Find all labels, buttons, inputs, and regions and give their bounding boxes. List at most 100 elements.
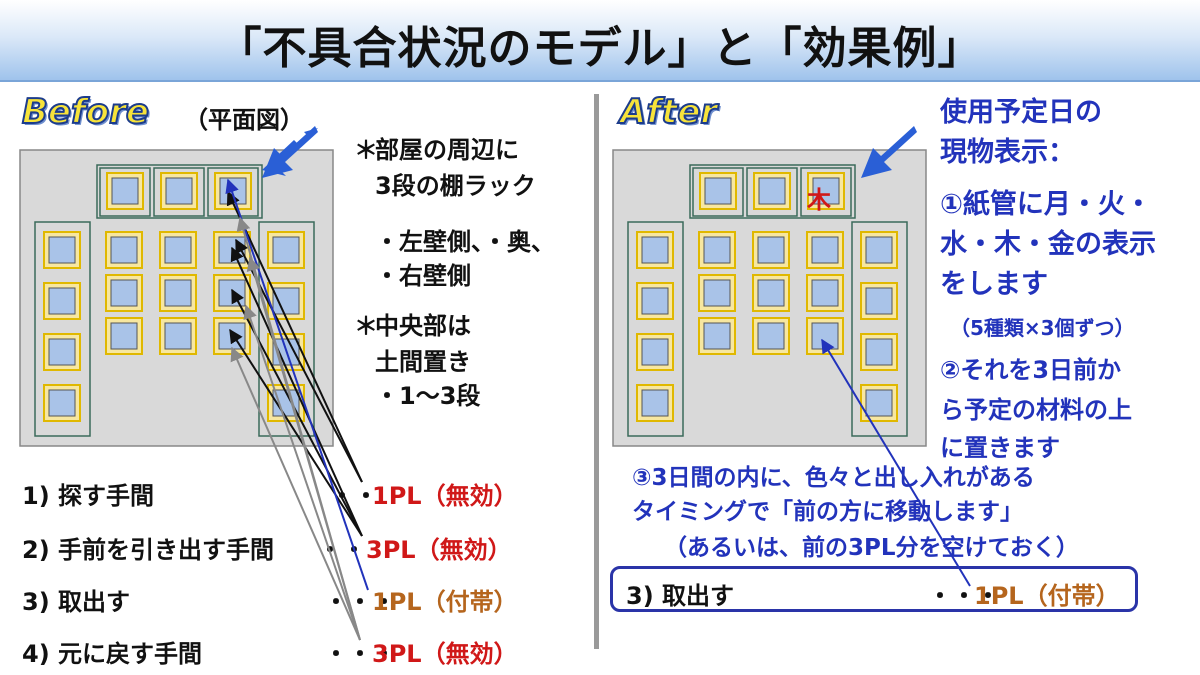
back-rack-pallet <box>160 172 198 210</box>
day-marker-mokuyo: 木 <box>807 186 831 214</box>
center-pallet <box>806 317 844 355</box>
after-note3-1: ③3日間の内に、色々と出し入れがある <box>632 465 1035 491</box>
after-step-box <box>610 566 1138 612</box>
before-step-2-value: 3PL（無効） <box>366 536 512 564</box>
before-pointer-arrow <box>262 126 318 178</box>
before-step-3-label: 3) 取出す <box>22 588 131 616</box>
back-rack-pallet <box>106 172 144 210</box>
center-pallet <box>159 317 197 355</box>
after-note2-3: に置きます <box>940 434 1060 462</box>
right-rack-pallet <box>860 231 898 269</box>
note-2-line-1: ・左壁側、・奥、 <box>375 228 555 256</box>
before-step-3-dots: ・・・ <box>324 588 396 616</box>
note-mark-1: ＊ <box>354 136 378 164</box>
after-floor-plan <box>612 149 927 447</box>
center-pallet <box>752 231 790 269</box>
right-rack-pallet <box>860 333 898 371</box>
note-2-line-2: ・右壁側 <box>375 262 471 290</box>
note-mark-2: ＊ <box>354 312 378 340</box>
note-1-line-1: 部屋の周辺に <box>375 136 519 164</box>
rack-frame <box>627 221 684 437</box>
connector-line <box>243 304 361 641</box>
connector-line <box>236 216 361 641</box>
center-pallet <box>806 274 844 312</box>
page-title: 「不具合状況のモデル」と「効果例」 <box>217 23 983 74</box>
before-step-1-dots: ・・ <box>330 482 378 510</box>
before-step-1-label: 1) 探す手間 <box>22 482 155 510</box>
back-rack-pallet <box>807 172 845 210</box>
left-rack-pallet <box>43 231 81 269</box>
rack-frame <box>34 221 91 437</box>
center-pallet <box>105 231 143 269</box>
after-note2-2: ら予定の材料の上 <box>940 396 1132 424</box>
after-badge: After <box>619 91 718 133</box>
connector-line <box>225 178 369 591</box>
after-note-4: 水・木・金の表示 <box>940 229 1156 260</box>
right-rack-pallet <box>267 282 305 320</box>
note-1-line-2: 3段の棚ラック <box>375 172 536 200</box>
center-pallet <box>105 317 143 355</box>
connector-line <box>226 190 363 483</box>
before-step-4-label: 4) 元に戻す手間 <box>22 640 203 668</box>
center-pallet <box>698 317 736 355</box>
before-step-2-label: 2) 手前を引き出す手間 <box>22 536 275 564</box>
connector-line <box>821 338 971 587</box>
before-step-1-value: 1PL（無効） <box>372 482 518 510</box>
left-rack-pallet <box>636 282 674 320</box>
rack-frame <box>153 167 205 217</box>
before-step-4-value: 3PL（無効） <box>372 640 518 668</box>
before-floor-plan <box>19 149 334 447</box>
rack-frame <box>689 164 856 219</box>
after-step-dots: ・・・ <box>928 582 1000 610</box>
left-rack-pallet <box>43 282 81 320</box>
connector-line <box>230 246 363 537</box>
after-note-5: をします <box>940 269 1048 300</box>
before-step-4-dots: ・・・ <box>324 640 396 668</box>
after-note3-3: （あるいは、前の3PL分を空けておく） <box>664 535 1079 561</box>
back-rack-pallet <box>753 172 791 210</box>
after-note-2: 現物表示： <box>940 137 1075 168</box>
rack-frame <box>692 167 744 217</box>
left-rack-pallet <box>636 333 674 371</box>
after-note-1: 使用予定日の <box>940 97 1102 128</box>
before-badge: Before <box>21 91 150 133</box>
plan-label: （平面図） <box>184 106 304 134</box>
center-pallet <box>752 274 790 312</box>
left-rack-pallet <box>636 231 674 269</box>
after-pointer-arrow <box>861 126 917 178</box>
center-pallet <box>213 274 251 312</box>
after-note-3: ①紙管に月・火・ <box>940 189 1152 220</box>
center-pallet <box>105 274 143 312</box>
connector-line <box>230 346 361 641</box>
right-rack-pallet <box>860 282 898 320</box>
before-step-3-value: 1PL（付帯） <box>372 588 518 616</box>
rack-frame <box>746 167 798 217</box>
right-rack-pallet <box>267 231 305 269</box>
note-3-line-2: 土間置き <box>375 348 471 376</box>
after-step-label: 3) 取出す <box>626 582 735 610</box>
left-rack-pallet <box>43 384 81 422</box>
left-rack-pallet <box>43 333 81 371</box>
after-step-value: 1PL（付帯） <box>974 582 1120 610</box>
note-3-line-1: 中央部は <box>375 312 471 340</box>
center-pallet <box>752 317 790 355</box>
note-3-line-3: ・1～3段 <box>375 382 481 410</box>
center-pallet <box>806 231 844 269</box>
back-rack-pallet <box>699 172 737 210</box>
left-rack-pallet <box>636 384 674 422</box>
title-bar <box>0 0 1200 82</box>
after-note3-2: タイミングで「前の方に移動します」 <box>632 499 1023 525</box>
rack-frame <box>96 164 263 219</box>
rack-frame <box>207 167 259 217</box>
center-pallet <box>698 274 736 312</box>
after-note2-1: ②それを3日前か <box>940 356 1122 384</box>
rack-frame <box>99 167 151 217</box>
connector-line <box>229 328 363 537</box>
rack-frame <box>258 221 315 437</box>
after-note-small: （5種類×3個ずつ） <box>950 316 1135 340</box>
section-divider <box>594 94 599 649</box>
center-pallet <box>698 231 736 269</box>
center-pallet <box>159 231 197 269</box>
rack-frame <box>800 167 852 217</box>
